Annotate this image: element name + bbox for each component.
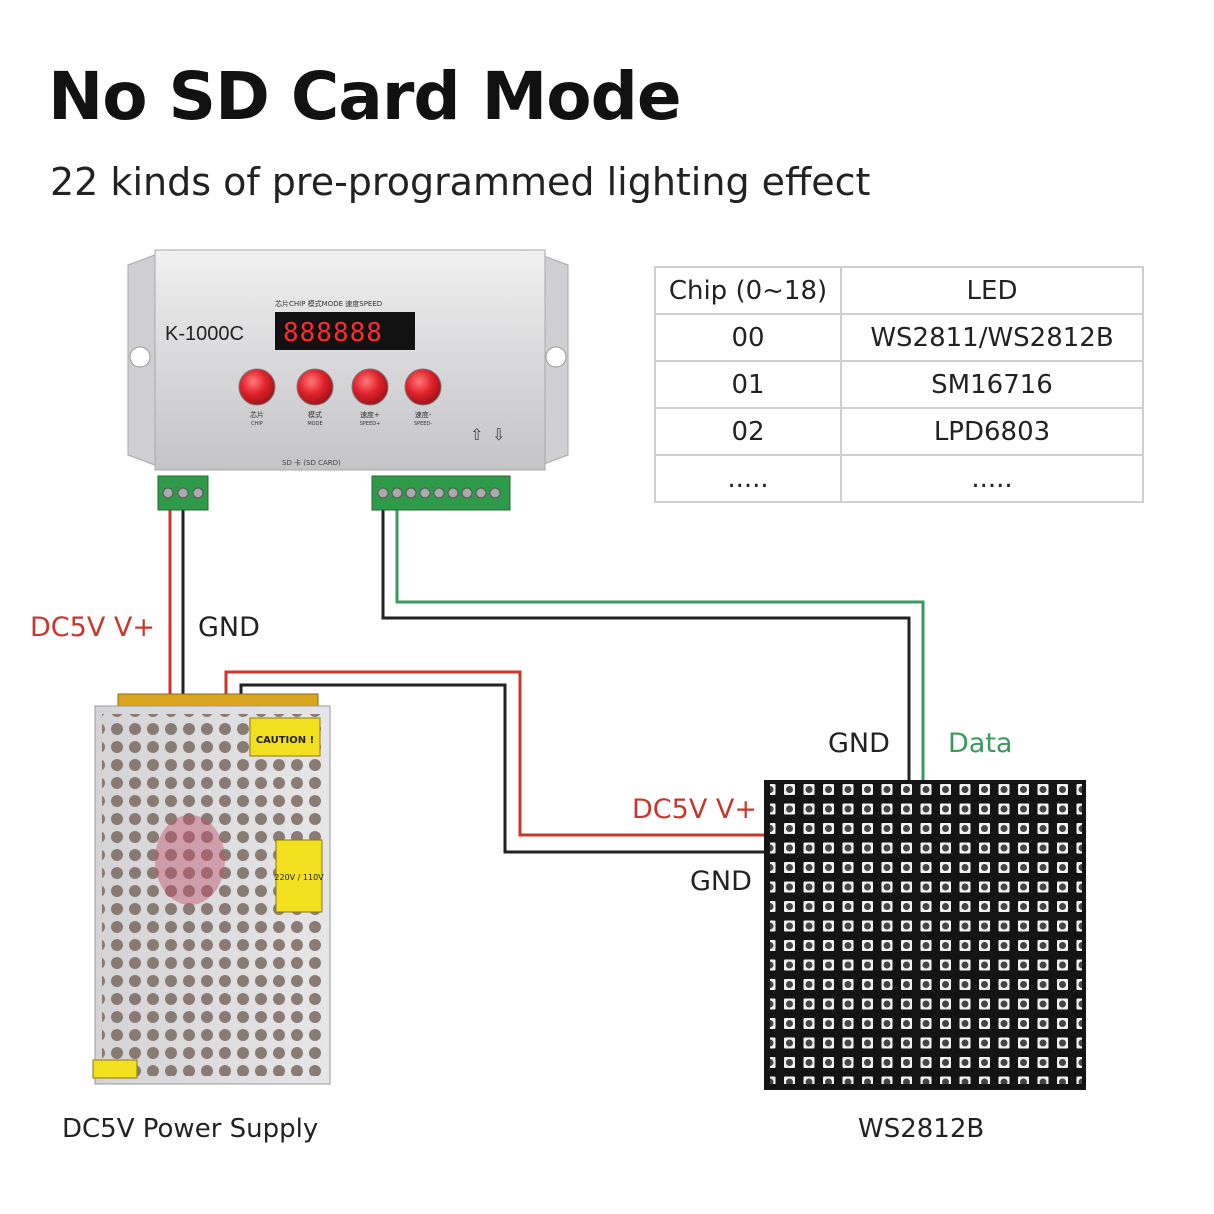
chip-table-header-led: LED (840, 266, 1144, 315)
wire-controller-gnd (381, 505, 911, 782)
controller-sd-label: SD 卡 (SD CARD) (282, 458, 341, 467)
controller-button-speed-down[interactable]: 速度- SPEED- (404, 368, 442, 427)
button-speed-up-label: 速度+ (360, 410, 380, 419)
controller-body (154, 249, 546, 471)
button-speed-down-label: 速度- (415, 410, 432, 419)
label-panel-data: Data (948, 728, 1013, 759)
psu-caution-text: CAUTION ! (256, 735, 314, 746)
controller-button-speed-up[interactable]: 速度+ SPEED+ (351, 368, 389, 427)
page-title: No SD Card Mode (48, 58, 682, 135)
chip-table: Chip (0~18) LED 00 WS2811/WS2812B 01 SM1… (654, 266, 1144, 503)
label-panel-gnd-2: GND (690, 866, 752, 897)
label-psu-gnd: GND (198, 612, 260, 643)
button-mode-label: 模式 (308, 410, 322, 419)
psu-voltage-label (275, 839, 323, 913)
controller: K-1000C 芯片CHIP 模式MODE 速度SPEED 888888 芯片 … (127, 249, 569, 511)
controller-power-terminal (157, 475, 209, 511)
psu-internal-component (155, 815, 225, 905)
wire-panel-vplus (224, 670, 770, 837)
page-subtitle: 22 kinds of pre-programmed lighting effe… (50, 160, 871, 204)
power-supply: CAUTION ! 220V / 110V (92, 693, 331, 1085)
controller-button-mode[interactable]: 模式 MODE (296, 368, 334, 427)
button-speed-up-sub: SPEED+ (360, 421, 381, 427)
psu-rating-sticker (92, 1059, 138, 1079)
chip-table-cell: 00 (654, 313, 842, 362)
arrow-down-icon: ⇩ (492, 425, 505, 444)
psu-caution-label (249, 717, 321, 757)
button-mode-sub: MODE (307, 421, 322, 427)
led-panel (764, 780, 1086, 1090)
button-chip-label: 芯片 (250, 410, 264, 419)
wire-panel-gnd (239, 683, 770, 854)
controller-display (275, 312, 415, 350)
arrow-up-icon: ⇧ (470, 425, 483, 444)
label-panel-vplus: DC5V V+ (632, 794, 757, 825)
chip-table-cell: ..... (654, 454, 842, 503)
table-row: 00 WS2811/WS2812B (654, 313, 1144, 362)
psu-voltage-text: 220V / 110V (274, 873, 324, 882)
chip-table-header-row: Chip (0~18) LED (654, 266, 1144, 315)
button-speed-down-sub: SPEED- (414, 421, 432, 427)
chip-table-cell: SM16716 (840, 360, 1144, 409)
controller-display-digits: 888888 (283, 318, 383, 348)
psu-caption: DC5V Power Supply (62, 1114, 319, 1144)
controller-signal-terminal (371, 475, 511, 511)
panel-caption: WS2812B (858, 1114, 985, 1144)
chip-table-header-chip: Chip (0~18) (654, 266, 842, 315)
led-panel-grid (770, 784, 1082, 1084)
table-row: ..... ..... (654, 454, 1144, 503)
controller-button-chip[interactable]: 芯片 CHIP (238, 368, 276, 427)
chip-table-cell: ..... (840, 454, 1144, 503)
controller-model-label: K-1000C (165, 323, 244, 345)
chip-table-cell: 01 (654, 360, 842, 409)
table-row: 01 SM16716 (654, 360, 1144, 409)
chip-table-cell: LPD6803 (840, 407, 1144, 456)
label-psu-vplus: DC5V V+ (30, 612, 155, 643)
chip-table-cell: WS2811/WS2812B (840, 313, 1144, 362)
chip-table-cell: 02 (654, 407, 842, 456)
table-row: 02 LPD6803 (654, 407, 1144, 456)
wire-controller-data (395, 505, 925, 782)
controller-header-labels: 芯片CHIP 模式MODE 速度SPEED (275, 299, 382, 308)
label-panel-gnd: GND (828, 728, 890, 759)
button-chip-sub: CHIP (251, 421, 263, 427)
